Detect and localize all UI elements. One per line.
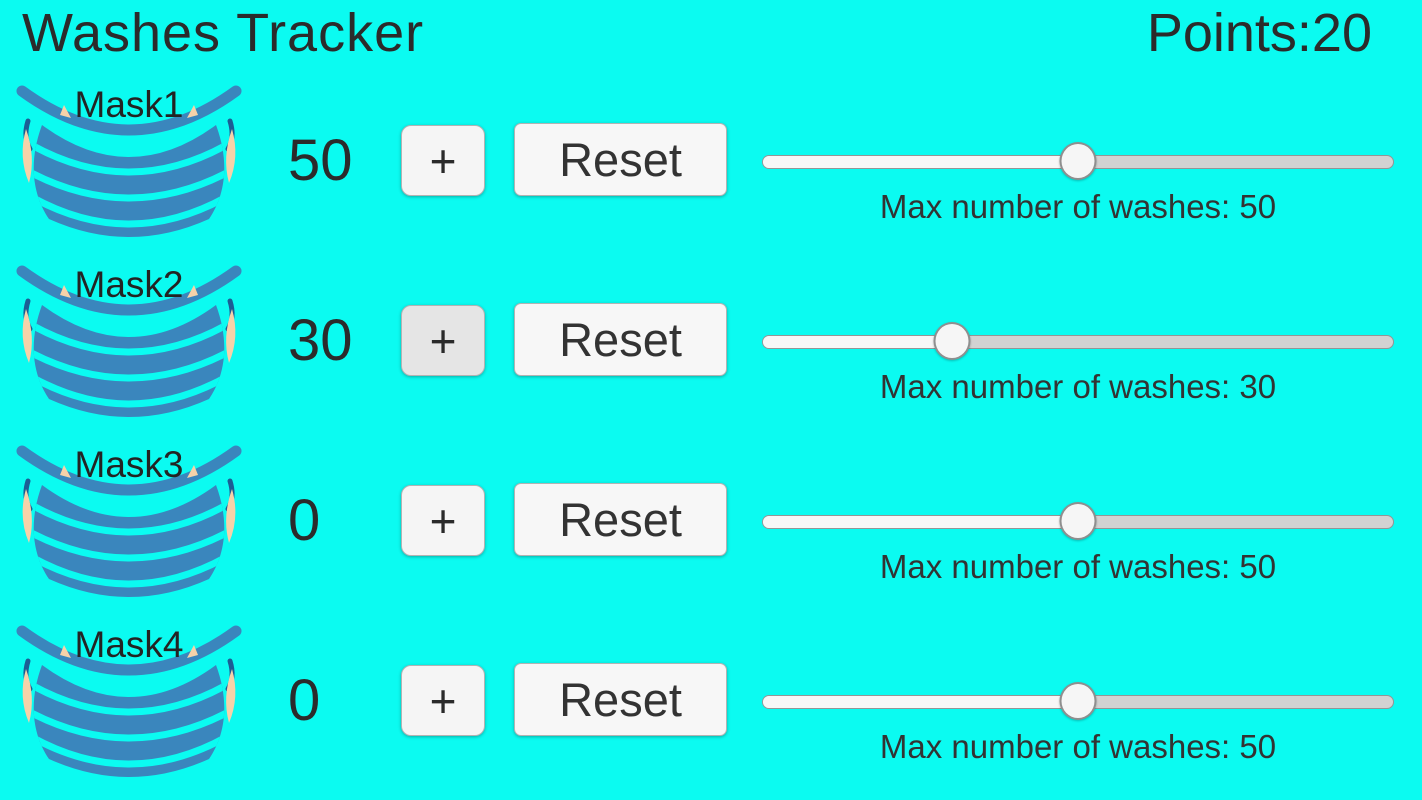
points-value: 20 xyxy=(1311,3,1372,63)
mask-name-label: Mask2 xyxy=(74,264,184,305)
max-washes-slider[interactable] xyxy=(762,500,1394,542)
increment-button[interactable]: + xyxy=(401,125,485,196)
reset-button[interactable]: Reset xyxy=(514,483,727,556)
mask-illustration: Mask1 xyxy=(14,78,244,248)
increment-button[interactable]: + xyxy=(401,305,485,376)
mask-illustration: Mask3 xyxy=(14,438,244,608)
slider-fill xyxy=(763,696,1078,708)
max-washes-slider[interactable] xyxy=(762,320,1394,362)
max-washes-label: Max number of washes: 50 xyxy=(879,548,1277,585)
increment-button[interactable]: + xyxy=(401,485,485,556)
max-washes-label: Max number of washes: 50 xyxy=(879,728,1277,765)
max-washes-label: Max number of washes: 30 xyxy=(879,368,1277,405)
max-washes-label: Max number of washes: 50 xyxy=(879,188,1277,225)
mask-name-label: Mask4 xyxy=(74,624,184,665)
slider-thumb[interactable] xyxy=(1059,502,1097,540)
mask-name-label: Mask3 xyxy=(74,444,184,485)
points-label: Points: xyxy=(1146,3,1312,63)
wash-count: 0 xyxy=(288,488,321,553)
slider-track[interactable] xyxy=(762,335,1394,349)
slider-fill xyxy=(763,336,952,348)
max-washes-slider[interactable] xyxy=(762,140,1394,182)
wash-count: 0 xyxy=(288,668,321,733)
page-title: Washes Tracker xyxy=(22,3,425,63)
mask-name-label: Mask1 xyxy=(74,84,184,125)
reset-button[interactable]: Reset xyxy=(514,303,727,376)
wash-count: 50 xyxy=(288,128,353,193)
reset-button[interactable]: Reset xyxy=(514,123,727,196)
slider-thumb[interactable] xyxy=(933,322,971,360)
slider-fill xyxy=(763,156,1078,168)
wash-count: 30 xyxy=(288,308,353,373)
mask-illustration: Mask4 xyxy=(14,618,244,788)
mask-row: Mask1 50 + Reset Max number of washes: 5… xyxy=(0,78,1422,258)
increment-button[interactable]: + xyxy=(401,665,485,736)
slider-fill xyxy=(763,516,1078,528)
mask-row: Mask2 30 + Reset Max number of washes: 3… xyxy=(0,258,1422,438)
max-washes-slider[interactable] xyxy=(762,680,1394,722)
points-counter: Points:20 xyxy=(1147,2,1372,64)
mask-illustration: Mask2 xyxy=(14,258,244,428)
slider-thumb[interactable] xyxy=(1059,142,1097,180)
mask-row: Mask4 0 + Reset Max number of washes: 50 xyxy=(0,618,1422,798)
reset-button[interactable]: Reset xyxy=(514,663,727,736)
slider-thumb[interactable] xyxy=(1059,682,1097,720)
mask-row: Mask3 0 + Reset Max number of washes: 50 xyxy=(0,438,1422,618)
